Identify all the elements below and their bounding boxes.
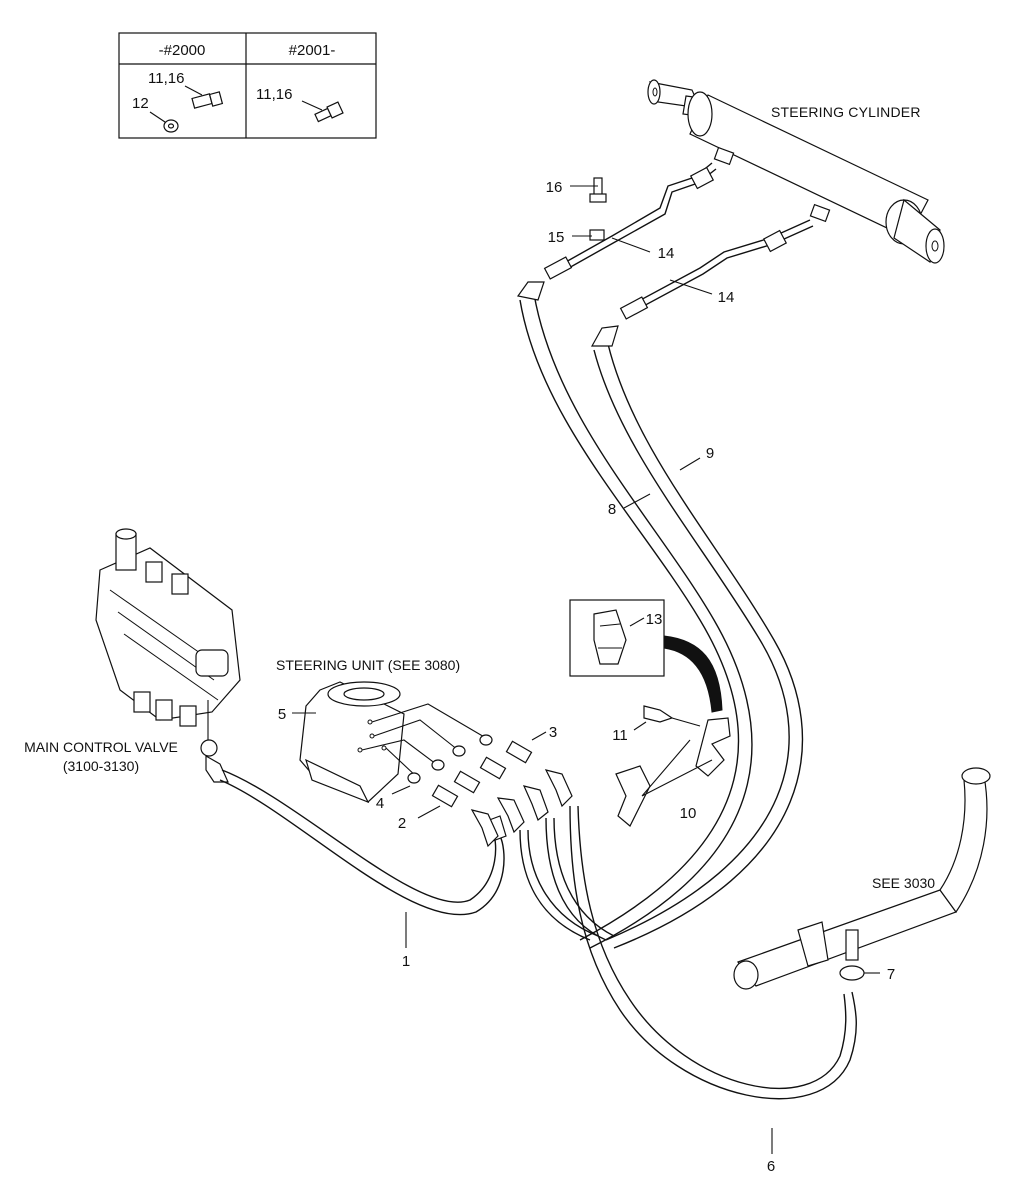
serial-table: -#2000 #2001- 11,16 12 11,16	[118, 32, 377, 139]
clip-10	[615, 705, 731, 827]
return-pipe	[733, 767, 991, 990]
flange-bolt-icon	[301, 100, 344, 123]
steering-unit-title: STEERING UNIT (SEE 3080)	[276, 657, 460, 673]
table-label-11-16-a: 11,16	[148, 70, 184, 87]
callout-4: 4	[376, 795, 384, 812]
callout-14-lower: 14	[718, 289, 735, 306]
hose-8-9	[516, 281, 804, 949]
callout-leaders	[292, 185, 880, 1154]
callout-16: 16	[546, 179, 563, 196]
table-header-post-2001: #2001-	[289, 42, 336, 59]
steering-unit	[299, 681, 487, 804]
callout-10: 10	[680, 805, 697, 822]
lower-hoses	[519, 805, 857, 1100]
see-3030-label: SEE 3030	[872, 875, 935, 891]
callout-13: 13	[646, 611, 663, 628]
bolt-icon	[184, 85, 224, 109]
clip-detail-box	[569, 599, 723, 713]
steering-pipes	[543, 162, 814, 320]
callout-9: 9	[706, 445, 714, 462]
callout-5: 5	[278, 706, 286, 723]
callout-14-upper: 14	[658, 245, 675, 262]
main-control-valve	[95, 528, 241, 757]
callout-2: 2	[398, 815, 406, 832]
steering-cylinder	[647, 79, 945, 264]
callout-3: 3	[549, 724, 557, 741]
callout-7: 7	[887, 966, 895, 983]
callout-15: 15	[548, 229, 565, 246]
main-control-valve-title: MAIN CONTROL VALVE	[24, 739, 178, 755]
callout-1: 1	[402, 953, 410, 970]
table-header-pre-2000: -#2000	[159, 42, 206, 59]
steering-cylinder-title: STEERING CYLINDER	[771, 104, 921, 120]
callout-8: 8	[608, 501, 616, 518]
main-control-valve-range: (3100-3130)	[63, 758, 139, 774]
washer-icon	[149, 111, 179, 133]
table-label-12: 12	[132, 95, 149, 112]
callout-6: 6	[767, 1158, 775, 1175]
callout-11: 11	[612, 727, 628, 744]
table-label-11-16-b: 11,16	[256, 86, 292, 103]
fittings-group	[407, 734, 573, 848]
